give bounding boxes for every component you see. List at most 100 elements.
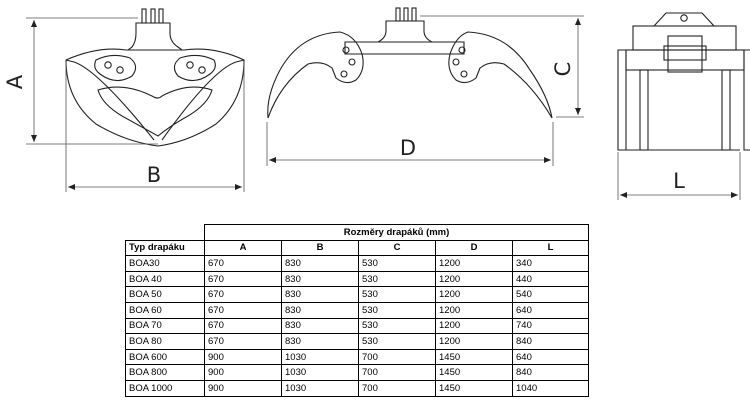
column-header-c: C xyxy=(358,239,436,257)
pivot-pin xyxy=(104,61,112,69)
dimension-cell: 540 xyxy=(511,286,590,303)
dimension-b xyxy=(65,62,245,192)
inner-rib xyxy=(639,69,649,151)
hydraulic-connector xyxy=(141,8,147,24)
grab-type-cell: BOA 50 xyxy=(125,286,205,303)
dimension-l xyxy=(617,152,741,200)
dimension-cell: 1030 xyxy=(281,348,359,366)
dimension-cell: 900 xyxy=(204,379,282,397)
mounting-head xyxy=(126,22,184,51)
pivot-pin xyxy=(340,70,348,78)
dimension-cell: 670 xyxy=(204,317,282,335)
left-open-shell xyxy=(267,31,364,119)
dimension-cell: 740 xyxy=(511,317,590,335)
dimension-cell: 1030 xyxy=(281,364,359,381)
hydraulic-connector xyxy=(158,8,164,24)
dimension-cell: 530 xyxy=(358,301,436,319)
hydraulic-connector xyxy=(395,7,401,22)
dimension-cell: 1200 xyxy=(435,255,513,272)
pivot-pin xyxy=(342,46,350,54)
dimension-cell: 840 xyxy=(511,333,590,350)
dimension-a-label: A xyxy=(3,74,27,89)
dimension-cell: 640 xyxy=(511,301,590,319)
left-plate xyxy=(617,49,627,151)
dimension-cell: 830 xyxy=(281,270,359,288)
grab-type-cell: BOA 60 xyxy=(125,301,205,319)
dimension-cell: 530 xyxy=(358,317,436,335)
dimension-cell: 700 xyxy=(358,364,436,381)
dimension-cell: 900 xyxy=(204,348,282,366)
pivot-pin xyxy=(452,58,460,66)
cylinder-clamp xyxy=(663,45,707,61)
dimension-cell: 830 xyxy=(281,317,359,335)
dimension-cell: 830 xyxy=(281,286,359,303)
dimension-cell: 830 xyxy=(281,333,359,350)
dimension-cell: 1040 xyxy=(511,379,590,397)
column-header-b: B xyxy=(281,239,359,257)
dimension-cell: 670 xyxy=(204,255,282,272)
left-shell-edge xyxy=(65,59,155,141)
grab-type-cell: BOA 80 xyxy=(125,333,205,350)
dimension-cell: 670 xyxy=(204,301,282,319)
table-corner xyxy=(125,224,205,241)
dimension-cell: 340 xyxy=(511,255,590,272)
dimension-cell: 830 xyxy=(281,255,359,272)
grab-technical-drawings: A B C D xyxy=(3,7,750,200)
right-open-shell xyxy=(448,31,553,119)
table-group-header: Rozměry drapáků (mm) xyxy=(203,224,590,241)
dimension-l-label: L xyxy=(673,169,685,193)
grab-type-cell: BOA 1000 xyxy=(125,379,205,397)
dimension-a xyxy=(26,17,158,145)
dimension-cell: 530 xyxy=(358,333,436,350)
grab-type-cell: BOA 800 xyxy=(125,364,205,381)
pivot-pin xyxy=(348,58,356,66)
dimension-cell: 670 xyxy=(204,333,282,350)
left-arm xyxy=(94,54,137,82)
dimension-c-label: C xyxy=(551,62,575,77)
dimension-cell: 530 xyxy=(358,270,436,288)
open-grab-view xyxy=(267,7,553,119)
pivot-pin xyxy=(458,46,466,54)
right-shell-edge xyxy=(161,59,245,141)
dimension-cell: 900 xyxy=(204,364,282,381)
column-header-d: D xyxy=(435,239,513,257)
dimension-d xyxy=(266,122,554,166)
arm-window xyxy=(97,86,213,137)
pivot-pin xyxy=(116,66,124,74)
right-arm xyxy=(173,54,216,82)
dimension-cell: 530 xyxy=(358,255,436,272)
dimension-cell: 640 xyxy=(511,348,590,366)
closed-grab-view xyxy=(65,8,245,147)
hydraulic-connector xyxy=(403,7,409,22)
table-group-header-row: Rozměry drapáků (mm) xyxy=(125,224,590,241)
dimension-b-label: B xyxy=(147,163,161,187)
dimension-cell: 1200 xyxy=(435,270,513,288)
grab-type-cell: BOA30 xyxy=(125,255,205,272)
right-plate xyxy=(743,49,750,151)
dimension-cell: 700 xyxy=(358,379,436,397)
dimension-cell: 1200 xyxy=(435,301,513,319)
dimension-cell: 830 xyxy=(281,301,359,319)
dimension-d-label: D xyxy=(400,136,416,160)
column-header-type: Typ drapáku xyxy=(125,239,205,257)
dimension-cell: 840 xyxy=(511,364,590,381)
dimension-cell: 1200 xyxy=(435,333,513,350)
pivot-pin xyxy=(198,66,206,74)
hydraulic-connector xyxy=(150,8,156,24)
center-cylinder xyxy=(667,35,703,73)
dimension-cell: 1200 xyxy=(435,286,513,303)
grab-type-cell: BOA 70 xyxy=(125,317,205,335)
hydraulic-connector xyxy=(411,7,417,22)
column-header-l: L xyxy=(511,239,590,257)
